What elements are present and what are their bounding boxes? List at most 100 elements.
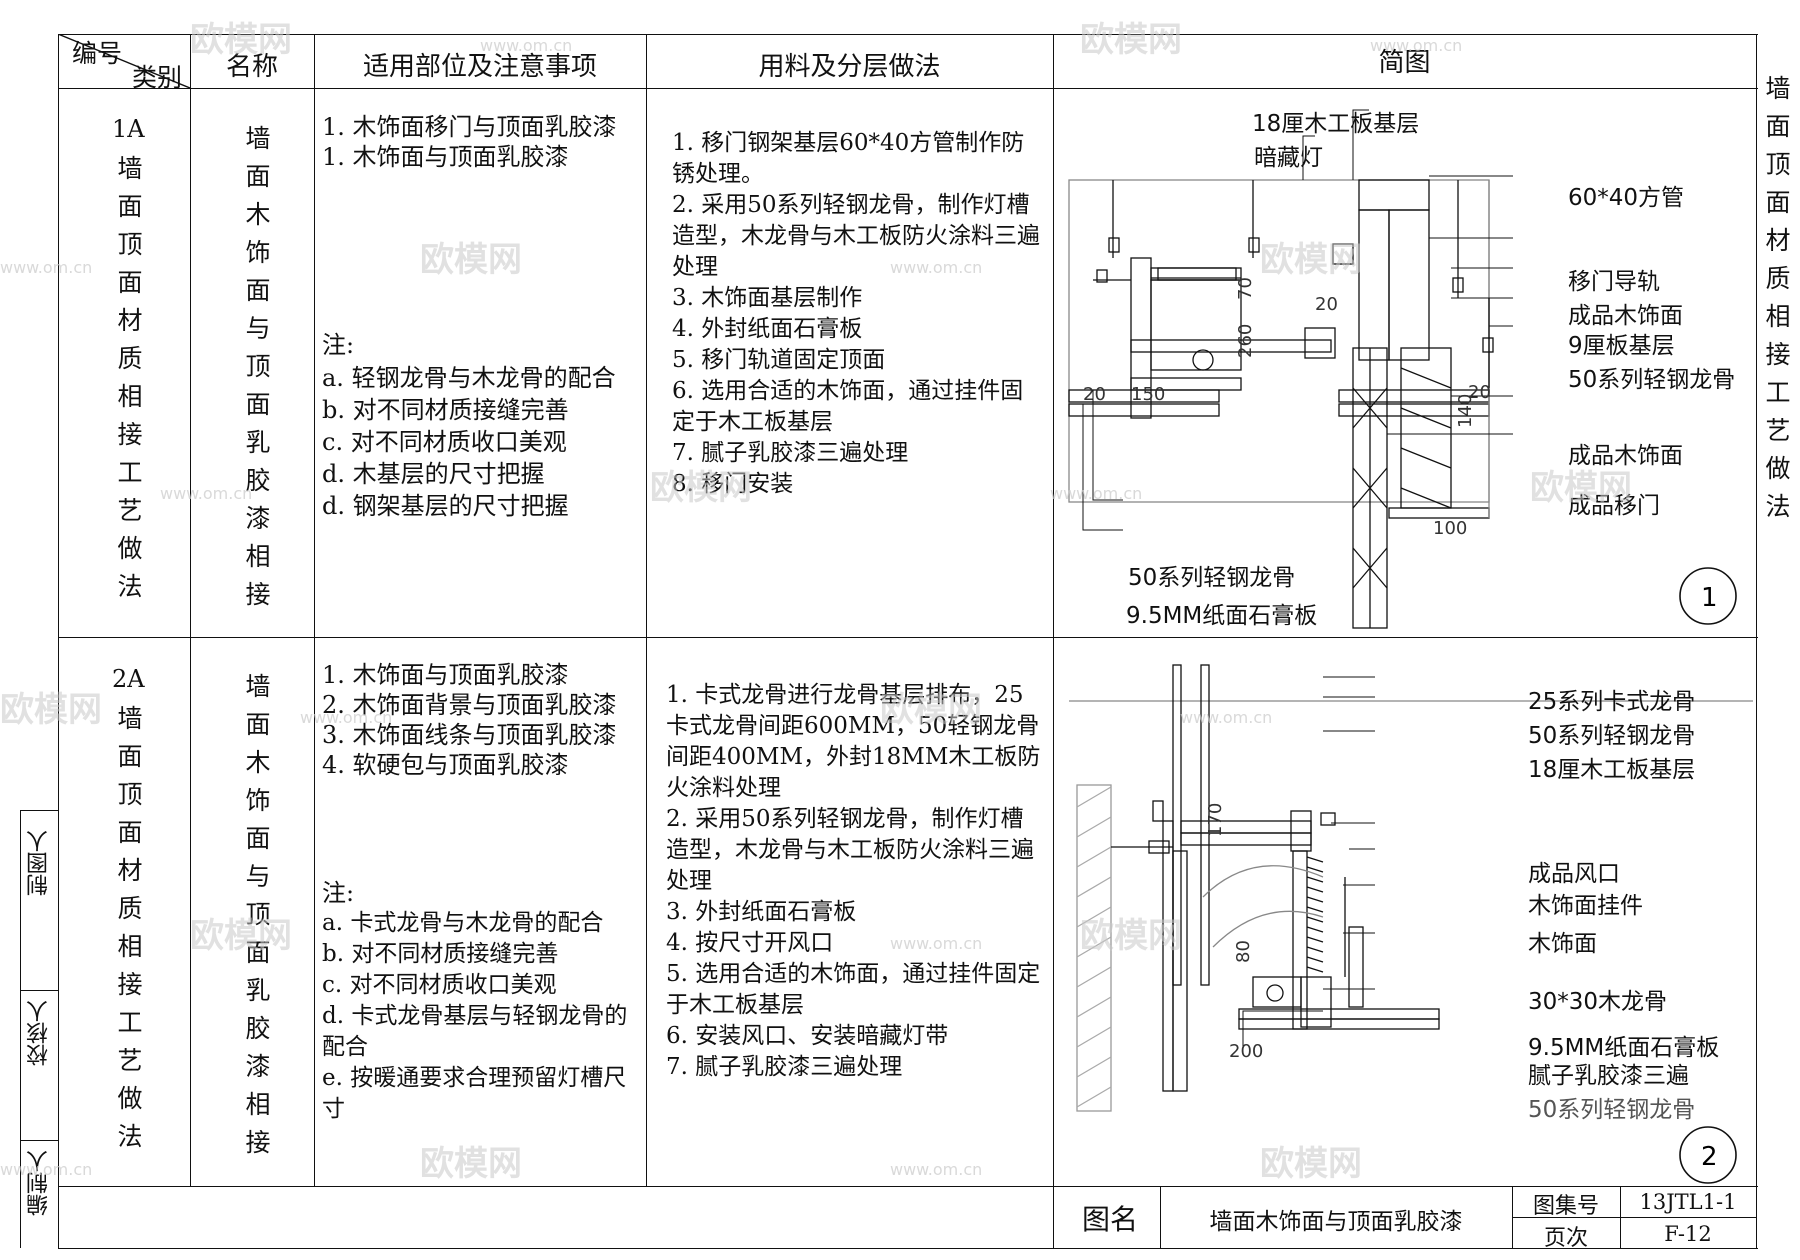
row2-name: 墙面木饰面与顶面乳胶漆相接 [245,672,271,1157]
row2-note-3: 3. 木饰面线条与顶面乳胶漆 [322,721,617,749]
dim-2a-200: 200 [1229,1041,1263,1062]
row1-category: 墙面顶面材质相接工艺做法 [117,154,143,601]
dim-1a-20c: 20 [1468,382,1491,403]
watermark-url: www.om.cn [300,708,393,727]
header-category: 类别 [131,63,182,92]
d2-label-3: 18厘木工板基层 [1528,757,1696,783]
watermark-brand: 欧模网 [650,468,752,508]
d2-label-2: 50系列轻钢龙骨 [1528,723,1696,749]
d1-label-7: 50系列轻钢龙骨 [1568,367,1736,393]
dim-2a-80: 80 [1233,940,1254,963]
side-line-2 [20,990,58,991]
row2-step-4: 4. 按尺寸开风口 [666,930,834,956]
watermark-brand: 欧模网 [1260,240,1362,280]
watermark-url: www.om.cn [480,36,573,55]
d2-label-9: 腻子乳胶漆三遍 [1528,1063,1689,1089]
dim-1a-100: 100 [1433,518,1467,539]
row2-steps: 1. 卡式龙骨进行龙骨基层排布，25卡式龙骨间距600MM，50轻钢龙骨间距40… [666,680,1046,1083]
dim-1a-20a: 20 [1315,294,1338,315]
d1-label-5: 成品木饰面 [1568,303,1683,329]
watermark-brand: 欧模网 [420,240,522,280]
watermark-url: www.om.cn [1050,484,1143,503]
watermark-brand: 欧模网 [190,20,292,60]
watermark-url: www.om.cn [1180,708,1273,727]
row2-caution-c: c. 对不同材质收口美观 [322,972,557,998]
d1-label-1: 18厘木工板基层 [1252,111,1420,137]
d1-label-6: 9厘板基层 [1568,333,1675,359]
dim-2a-170: 170 [1205,803,1226,837]
grid-line-footer [58,1186,1758,1187]
grid-line-header [58,88,1758,89]
role-checker: 校核人 [27,1000,52,1066]
d1-label-10: 50系列轻钢龙骨 [1128,565,1296,591]
grid-col-4 [1053,34,1054,1248]
row1-caution-d1: d. 木基层的尺寸把握 [322,460,545,488]
d1-label-3: 60*40方管 [1568,185,1685,211]
d1-label-11: 9.5MM纸面石膏板 [1126,603,1318,629]
detail-2-number: 2 [1701,1142,1718,1172]
row2-code: 2A [112,665,145,693]
footer-page-label: 页次 [1543,1226,1588,1251]
row2-step-6: 6. 安装风口、安装暗藏灯带 [666,1023,949,1049]
grid-line-row [58,637,1758,638]
row1-step-7: 7. 腻子乳胶漆三遍处理 [672,440,909,466]
row2-caution-e: e. 按暖通要求合理预留灯槽尺寸 [322,1065,627,1122]
row2-step-5: 5. 选用合适的木饰面，通过挂件固定于木工板基层 [666,961,1041,1018]
side-line-1 [20,810,58,811]
detail-1-drawing: 70 260 20 20 150 20 140 100 1 [1068,109,1737,629]
dim-1a-150: 150 [1131,384,1165,405]
row1-caution-d2: d. 钢架基层的尺寸把握 [322,492,569,520]
grid-col-3 [646,34,647,1186]
d2-label-8: 9.5MM纸面石膏板 [1528,1035,1720,1061]
row1-caution-b: b. 对不同材质接缝完善 [322,396,569,424]
watermark-url: www.om.cn [0,258,93,277]
d1-label-2: 暗藏灯 [1254,145,1323,171]
watermark-brand: 欧模网 [880,690,982,730]
dim-1a-70: 70 [1235,277,1256,300]
footer-col-1 [1160,1186,1161,1248]
watermark-url: www.om.cn [890,258,983,277]
side-line-3 [20,1140,58,1141]
row2-note-4: 4. 软硬包与顶面乳胶漆 [322,751,569,779]
row2-notes-title: 注: [322,879,355,907]
d2-label-5: 木饰面挂件 [1528,893,1643,919]
footer-page-no: F-12 [1664,1222,1712,1246]
grid-col-1 [190,34,191,1186]
d2-label-7: 30*30木龙骨 [1528,989,1668,1015]
row1-step-3: 3. 木饰面基层制作 [672,285,863,311]
row1-step-6: 6. 选用合适的木饰面，通过挂件固定于木工板基层 [672,378,1024,435]
row1-steps: 1. 移门钢架基层60*40方管制作防锈处理。 2. 采用50系列轻钢龙骨，制作… [672,128,1044,500]
header-method: 用料及分层做法 [758,52,941,82]
row2-caution-a: a. 卡式龙骨与木龙骨的配合 [322,910,604,936]
detail-1-number: 1 [1701,583,1718,613]
watermark-brand: 欧模网 [1080,20,1182,60]
d2-label-1: 25系列卡式龙骨 [1528,689,1696,715]
grid-line-top [58,34,1758,35]
dim-1a-140: 140 [1455,394,1476,428]
row2-note-1: 1. 木饰面与顶面乳胶漆 [322,661,569,689]
row2-step-7: 7. 腻子乳胶漆三遍处理 [666,1054,903,1080]
footer-figure-name: 墙面木饰面与顶面乳胶漆 [1209,1209,1463,1235]
watermark-url: www.om.cn [890,1160,983,1179]
footer-figure-label: 图名 [1081,1203,1138,1236]
grid-col-2 [314,34,315,1186]
footer-set-label: 图集号 [1532,1194,1599,1219]
d1-label-4: 移门导轨 [1568,269,1660,295]
row1-note-1: 1. 木饰面移门与顶面乳胶漆 [322,113,617,141]
watermark-url: www.om.cn [160,484,253,503]
row2-step-1: 1. 卡式龙骨进行龙骨基层排布，25卡式龙骨间距600MM，50轻钢龙骨间距40… [666,682,1041,801]
row1-notes-title: 注: [322,331,355,359]
grid-col-0 [58,34,59,1248]
watermark-url: www.om.cn [1370,36,1463,55]
watermark-brand: 欧模网 [420,1144,522,1184]
row1-notes: 1. 木饰面移门与顶面乳胶漆 1. 木饰面与顶面乳胶漆 [322,112,642,172]
watermark-url: www.om.cn [890,934,983,953]
detail-1-marker [1679,567,1737,625]
row2-step-2: 2. 采用50系列轻钢龙骨，制作灯槽造型，木龙骨与木工板防火涂料三遍处理 [666,806,1034,894]
dim-1a-260: 260 [1235,324,1256,358]
role-drafter: 制图人 [27,830,52,896]
right-side-title: 墙面顶面材质相接工艺做法 [1765,74,1791,521]
row2-caution-d: d. 卡式龙骨基层与轻钢龙骨的配合 [322,1003,628,1060]
header-sketch: 简图 [1378,48,1431,78]
header-diagonal [58,34,190,88]
